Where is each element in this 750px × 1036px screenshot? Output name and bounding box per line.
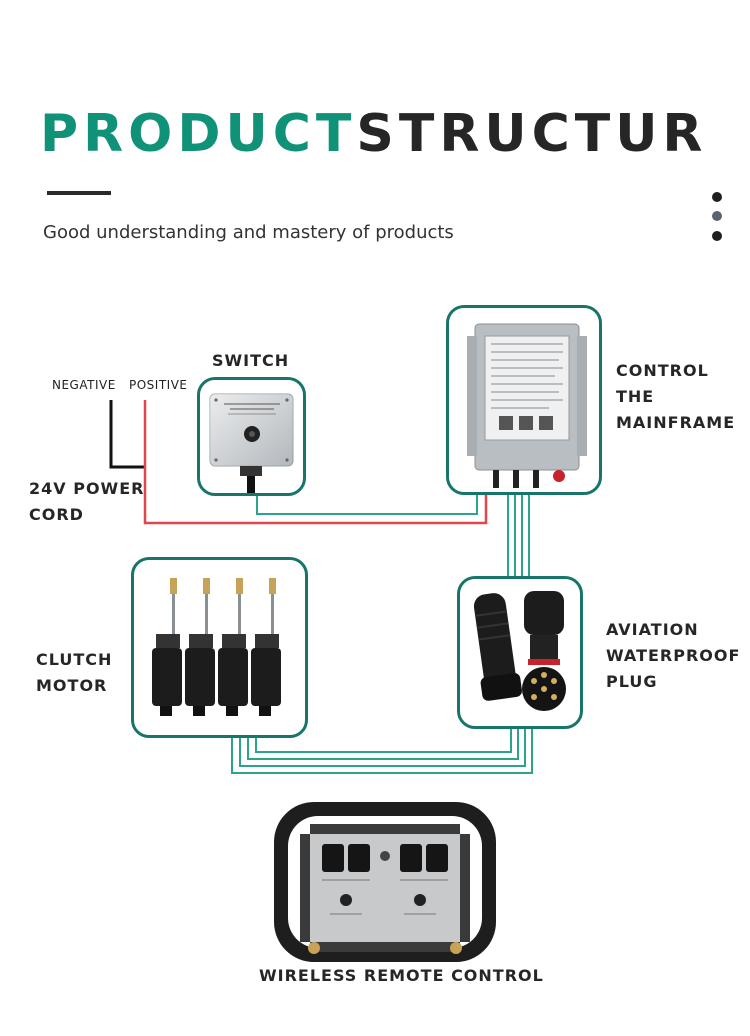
actuator-4	[251, 578, 281, 716]
negative-label: NEGATIVE	[52, 378, 116, 392]
switch-to-control-wire	[256, 492, 478, 515]
actuator-3	[218, 578, 248, 716]
power-cord-label: 24V POWER CORD	[29, 479, 145, 524]
negative-wire	[109, 400, 144, 469]
page-title: PRODUCTSTRUCTUR	[40, 104, 707, 164]
pager-dot-1	[712, 192, 722, 202]
control-mainframe-box	[446, 305, 602, 495]
title-part-product: PRODUCT	[40, 104, 357, 164]
remote-control-label: WIRELESS REMOTE CONTROL	[259, 966, 544, 985]
clutch-motor-image	[152, 578, 281, 716]
aviation-plug-label: AVIATION WATERPROOF PLUG	[606, 620, 741, 691]
clutch-motor-label: CLUTCH MOTOR	[36, 650, 113, 695]
positive-label: POSITIVE	[129, 378, 188, 392]
switch-box	[197, 377, 306, 496]
control-mainframe-label: CONTROL THE MAINFRAME	[616, 361, 736, 432]
control-to-plug-bundle	[507, 494, 530, 578]
pager-dot-3	[712, 231, 722, 241]
title-underline	[47, 191, 111, 195]
plug-to-motor-bundle	[231, 728, 533, 774]
control-mainframe-image	[467, 323, 587, 488]
actuator-2	[185, 578, 215, 716]
aviation-plug-box	[457, 576, 583, 729]
switch-image	[209, 393, 294, 493]
switch-label: SWITCH	[212, 351, 290, 370]
actuator-1	[152, 578, 182, 716]
pager-dot-2	[712, 211, 722, 221]
title-part-structur: STRUCTUR	[356, 104, 708, 164]
remote-control-image	[270, 798, 500, 966]
page-subtitle: Good understanding and mastery of produc…	[43, 222, 454, 243]
positive-wire	[143, 400, 488, 525]
clutch-motor-box	[131, 557, 308, 738]
aviation-plug-image	[473, 591, 566, 711]
